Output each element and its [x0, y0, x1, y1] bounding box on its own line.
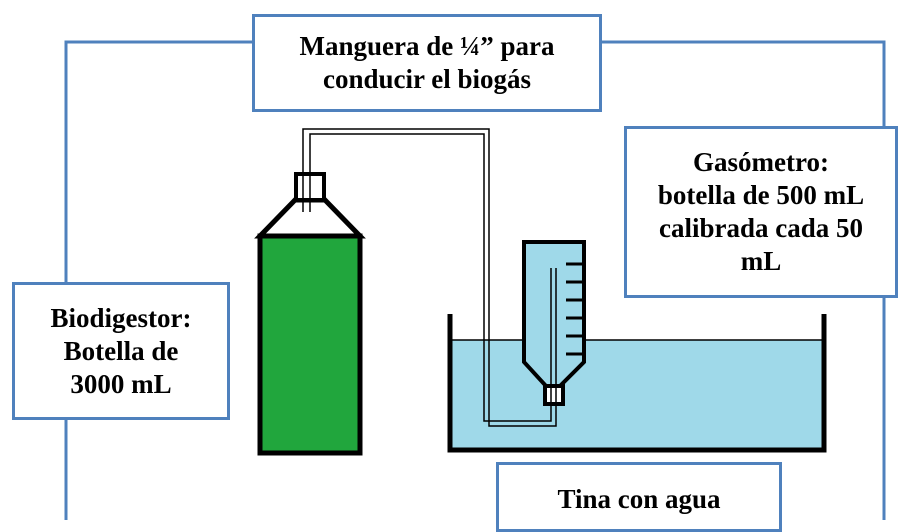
gasometer-neck — [543, 384, 565, 406]
label-gasometer-line: calibrada cada 50 — [658, 213, 863, 243]
label-hose: Manguera de ¼” para conducir el biogás — [252, 14, 602, 112]
label-biodigester: Biodigestor: Botella de 3000 mL — [12, 282, 230, 420]
label-biodigester-line: Biodigestor: — [50, 302, 192, 333]
label-tub: Tina con agua — [496, 462, 782, 532]
frame-lines — [64, 40, 886, 520]
hose-outer — [302, 128, 557, 427]
label-gasometer-line: botella de 500 mL — [657, 180, 865, 210]
biodigester-bottle — [254, 172, 366, 456]
label-biodigester-line: 3000 mL — [70, 368, 172, 399]
label-biodigester-line: Botella de — [63, 335, 179, 366]
label-hose-line: Manguera de ¼” para — [299, 31, 555, 61]
biodigester-liquid — [257, 233, 363, 456]
label-tub-line: Tina con agua — [557, 484, 721, 514]
label-hose-line: conducir el biogás — [322, 64, 532, 94]
label-gasometer: Gasómetro: botella de 500 mL calibrada c… — [624, 126, 898, 298]
hose-inner — [309, 133, 552, 422]
label-gasometer-line: mL — [740, 246, 782, 276]
frame-line-right — [602, 40, 886, 126]
tub-water — [450, 340, 824, 450]
frame-line-left — [64, 40, 252, 282]
gasometer-bottle — [522, 240, 586, 406]
apparatus-diagram — [64, 40, 886, 520]
hose — [302, 128, 557, 427]
label-gasometer-line: Gasómetro: — [693, 147, 829, 177]
tub-outline — [447, 314, 827, 453]
